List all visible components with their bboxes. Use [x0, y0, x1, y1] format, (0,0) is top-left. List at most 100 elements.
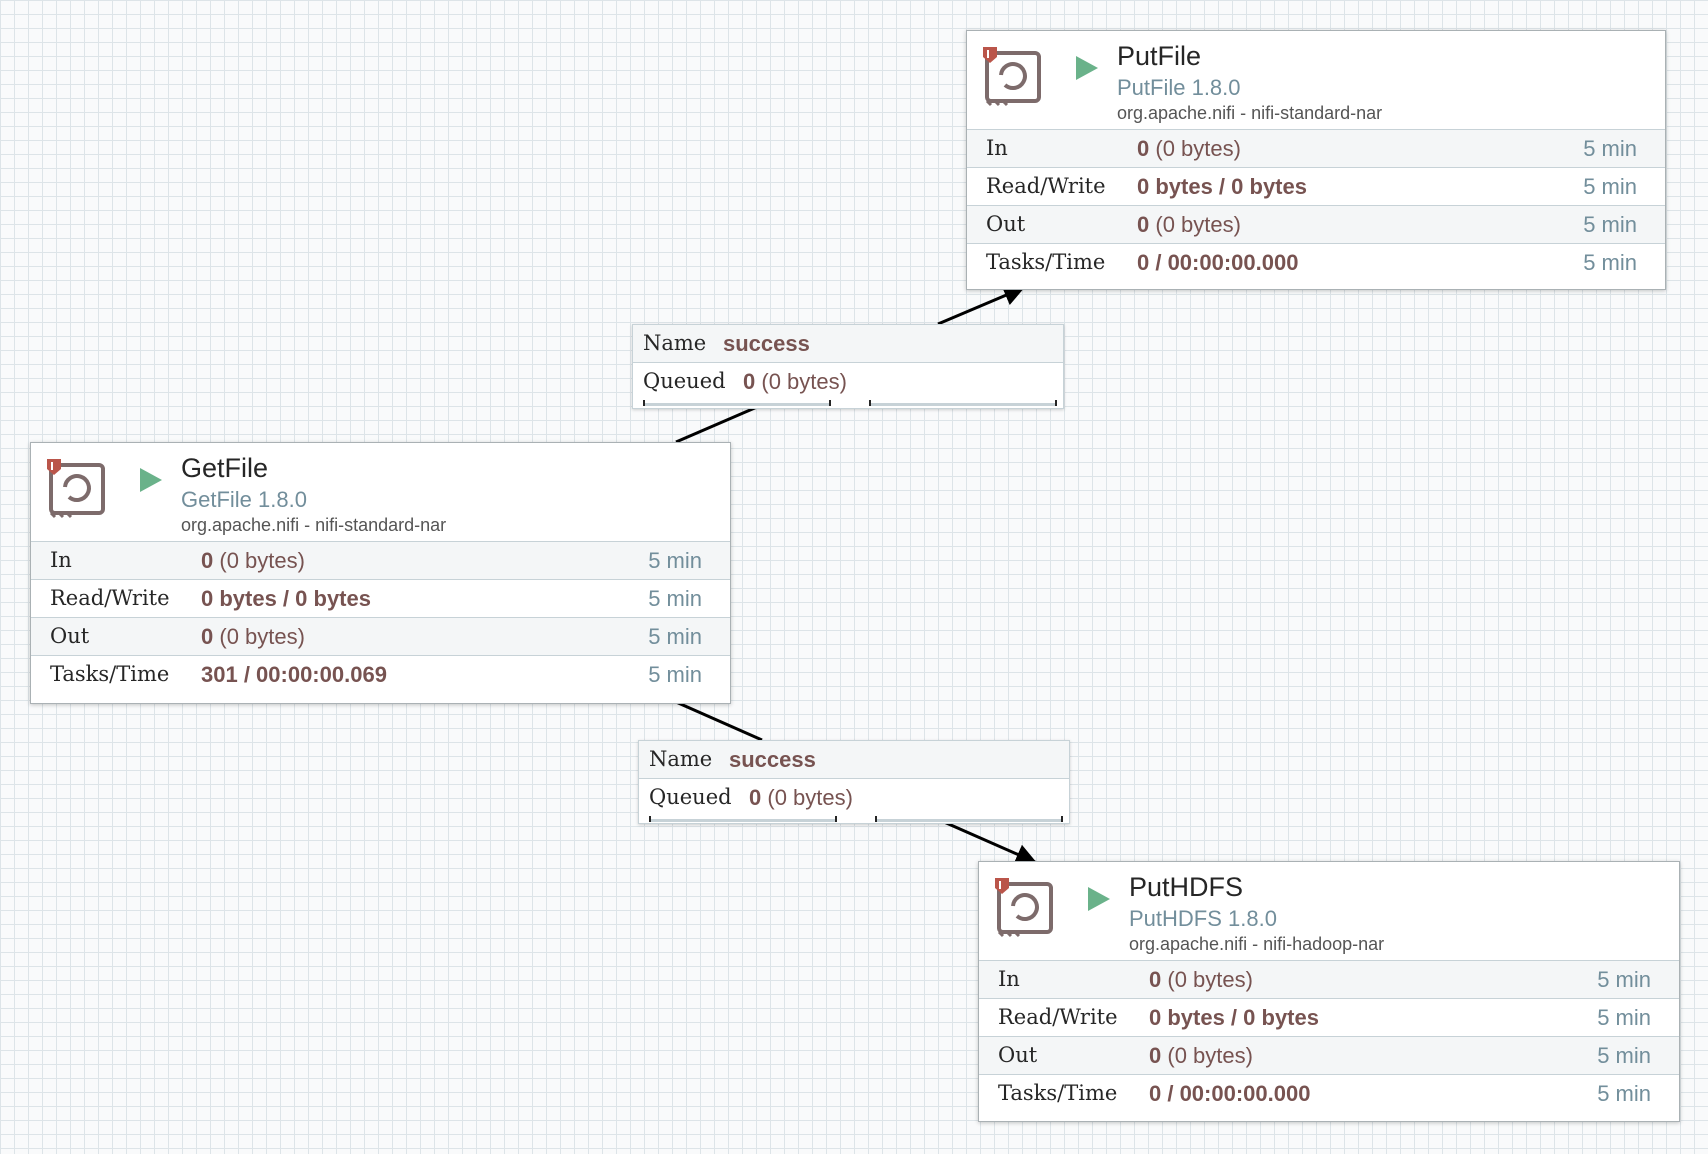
stat-window: 5 min	[1597, 1005, 1651, 1030]
stat-label: Tasks/Time	[986, 250, 1106, 274]
processor-puthdfs[interactable]: PutHDFS PutHDFS 1.8.0 org.apache.nifi - …	[978, 861, 1680, 1122]
stat-rw-value: 0 bytes / 0 bytes	[1149, 1005, 1319, 1030]
processor-name: PutFile	[1117, 41, 1202, 71]
stat-rw-value: 0 bytes / 0 bytes	[1137, 174, 1307, 199]
connection-line-getfile-putfile[interactable]	[675, 405, 758, 444]
stat-row-read-write: Read/Write 0 bytes / 0 bytes 5 min	[979, 998, 1679, 1036]
stat-value: 0 (0 bytes)	[1149, 961, 1253, 998]
stat-window: 5 min	[1583, 174, 1637, 199]
stat-row-tasks-time: Tasks/Time 301 / 00:00:00.069 5 min	[31, 655, 730, 693]
stat-label: Tasks/Time	[998, 1081, 1118, 1105]
stat-label: Read/Write	[50, 586, 170, 610]
stat-size: (0 bytes)	[219, 624, 305, 649]
stat-window: 5 min	[1583, 212, 1637, 237]
stat-row-out: Out 0 (0 bytes) 5 min	[979, 1036, 1679, 1074]
stat-size: (0 bytes)	[1167, 1043, 1253, 1068]
backpressure-size-bar	[875, 816, 1063, 822]
stat-label: Out	[50, 624, 90, 648]
stat-count: 0	[1149, 1043, 1162, 1068]
processor-bundle: org.apache.nifi - nifi-hadoop-nar	[1129, 934, 1385, 954]
run-status-icon	[140, 468, 162, 492]
run-status-icon	[1076, 56, 1098, 80]
stat-row-tasks-time: Tasks/Time 0 / 00:00:00.000 5 min	[979, 1074, 1679, 1112]
connection-name-label: Name	[643, 331, 707, 355]
queued-count: 0	[743, 369, 756, 394]
backpressure-bars	[639, 816, 1069, 824]
stat-label: In	[986, 136, 1008, 160]
stat-size: (0 bytes)	[1155, 212, 1241, 237]
connection-label-getfile-putfile[interactable]: Name success Queued 0 (0 bytes)	[632, 324, 1064, 409]
stat-row-tasks-time: Tasks/Time 0 / 00:00:00.000 5 min	[967, 243, 1665, 281]
backpressure-bars	[633, 400, 1063, 408]
processor-name: GetFile	[181, 453, 269, 483]
stat-window: 5 min	[1597, 967, 1651, 992]
connection-label-getfile-puthdfs[interactable]: Name success Queued 0 (0 bytes)	[638, 740, 1070, 824]
stat-count: 0	[201, 548, 214, 573]
connection-name-row: Name success	[639, 741, 1069, 779]
connection-name-value: success	[723, 331, 810, 356]
backpressure-object-bar	[649, 816, 837, 822]
stat-tasks-value: 0 / 00:00:00.000	[1149, 1081, 1311, 1106]
stat-value: 0 (0 bytes)	[1137, 206, 1241, 243]
connection-line-getfile-puthdfs-head[interactable]	[943, 820, 1037, 865]
stat-count: 0	[1149, 967, 1162, 992]
stat-tasks-value: 301 / 00:00:00.069	[201, 662, 387, 687]
connection-name-row: Name success	[633, 325, 1063, 363]
stat-label: In	[998, 967, 1020, 991]
run-status-icon	[1088, 887, 1110, 911]
processor-putfile[interactable]: PutFile PutFile 1.8.0 org.apache.nifi - …	[966, 30, 1666, 290]
stat-window: 5 min	[1583, 250, 1637, 275]
stat-window: 5 min	[1597, 1081, 1651, 1106]
stat-label: Out	[986, 212, 1026, 236]
connection-queued-label: Queued	[649, 785, 732, 809]
stat-value: 301 / 00:00:00.069	[201, 656, 387, 693]
stat-value: 0 (0 bytes)	[1137, 130, 1241, 167]
stat-row-in: In 0 (0 bytes) 5 min	[967, 129, 1665, 167]
processor-bundle: org.apache.nifi - nifi-standard-nar	[1117, 103, 1383, 123]
stat-row-in: In 0 (0 bytes) 5 min	[31, 541, 730, 579]
connection-queued-row: Queued 0 (0 bytes)	[633, 363, 1063, 400]
processor-name: PutHDFS	[1129, 872, 1244, 902]
stat-window: 5 min	[1583, 136, 1637, 161]
stat-row-out: Out 0 (0 bytes) 5 min	[31, 617, 730, 655]
processor-getfile[interactable]: GetFile GetFile 1.8.0 org.apache.nifi - …	[30, 442, 731, 704]
stat-row-read-write: Read/Write 0 bytes / 0 bytes 5 min	[967, 167, 1665, 205]
stat-size: (0 bytes)	[1155, 136, 1241, 161]
stat-label: Tasks/Time	[50, 662, 170, 686]
stat-size: (0 bytes)	[1167, 967, 1253, 992]
stat-row-in: In 0 (0 bytes) 5 min	[979, 960, 1679, 998]
backpressure-object-bar	[643, 400, 831, 406]
stat-value: 0 (0 bytes)	[201, 542, 305, 579]
stat-count: 0	[1137, 136, 1150, 161]
processor-icon	[995, 878, 1053, 938]
processor-header: PutFile PutFile 1.8.0 org.apache.nifi - …	[967, 31, 1665, 129]
connection-name-label: Name	[649, 747, 713, 771]
stat-value: 0 / 00:00:00.000	[1137, 244, 1298, 281]
stat-value: 0 bytes / 0 bytes	[1137, 168, 1307, 205]
stat-row-out: Out 0 (0 bytes) 5 min	[967, 205, 1665, 243]
stat-count: 0	[1137, 212, 1150, 237]
processor-header: PutHDFS PutHDFS 1.8.0 org.apache.nifi - …	[979, 862, 1679, 960]
connection-line-getfile-putfile-head[interactable]	[937, 285, 1025, 326]
queued-count: 0	[749, 785, 762, 810]
queued-size: (0 bytes)	[767, 785, 853, 810]
processor-type: PutFile 1.8.0	[1117, 75, 1241, 100]
stat-value: 0 / 00:00:00.000	[1149, 1075, 1310, 1112]
stat-window: 5 min	[1597, 1043, 1651, 1068]
connection-queued-row: Queued 0 (0 bytes)	[639, 779, 1069, 816]
stat-window: 5 min	[648, 586, 702, 611]
stat-label: Read/Write	[986, 174, 1106, 198]
stat-window: 5 min	[648, 548, 702, 573]
connection-line-getfile-puthdfs[interactable]	[675, 700, 763, 742]
queued-size: (0 bytes)	[761, 369, 847, 394]
stat-label: In	[50, 548, 72, 572]
stat-rw-value: 0 bytes / 0 bytes	[201, 586, 371, 611]
processor-icon	[983, 47, 1041, 107]
processor-type: GetFile 1.8.0	[181, 487, 307, 512]
stat-size: (0 bytes)	[219, 548, 305, 573]
stat-tasks-value: 0 / 00:00:00.000	[1137, 250, 1299, 275]
stat-label: Read/Write	[998, 1005, 1118, 1029]
connection-name-value: success	[729, 747, 816, 772]
processor-type: PutHDFS 1.8.0	[1129, 906, 1277, 931]
